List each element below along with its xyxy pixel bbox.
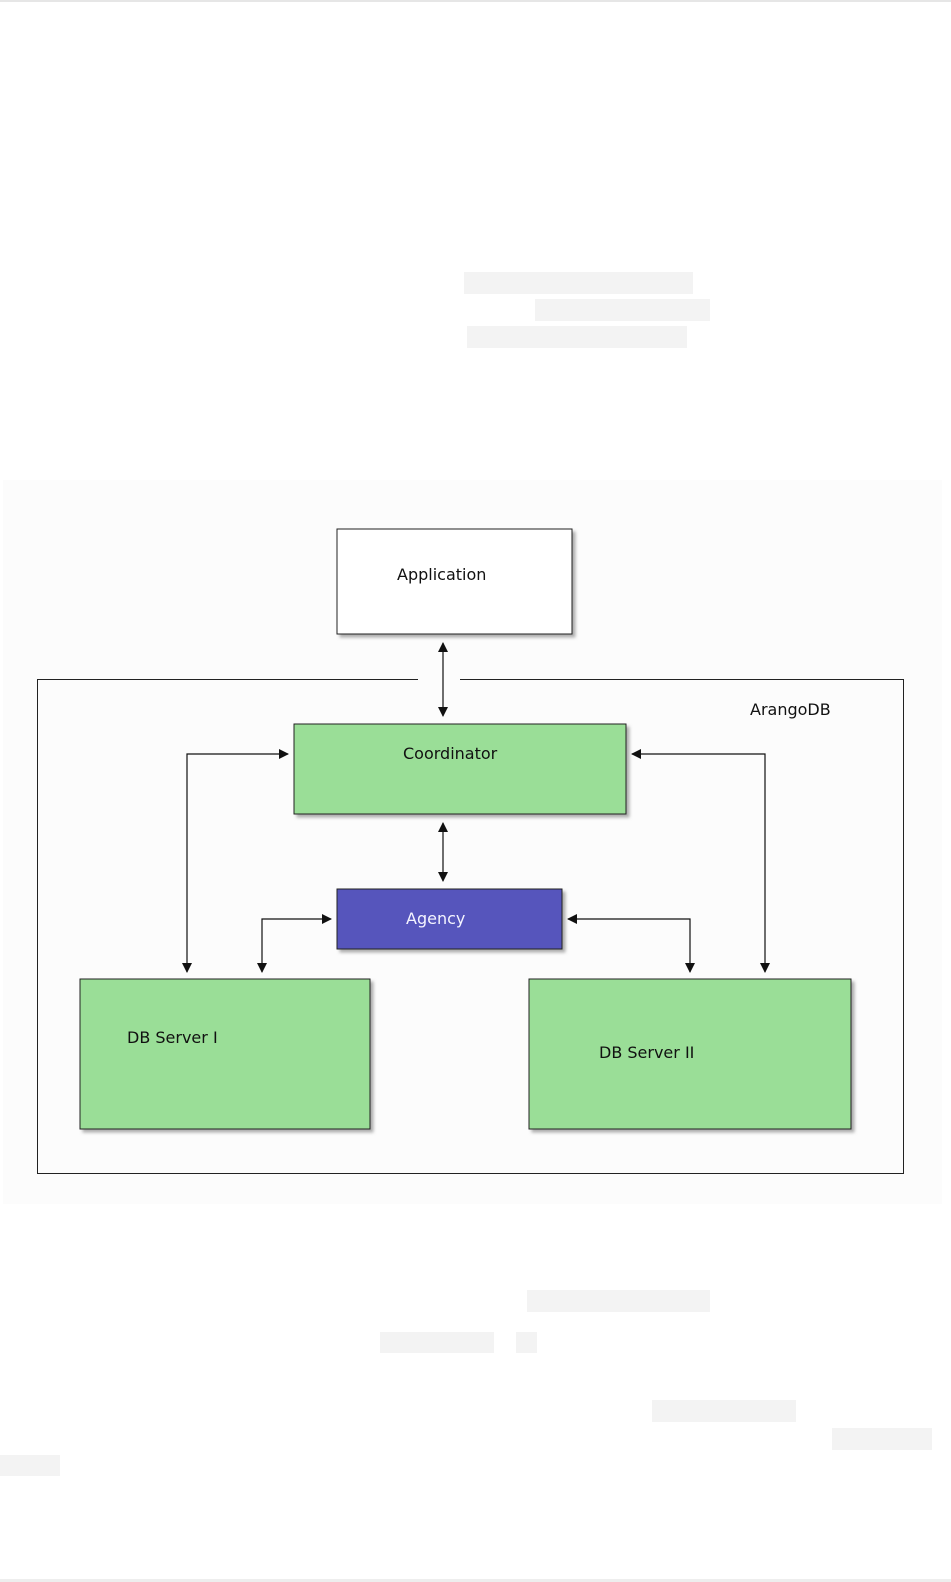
application-label: Application — [397, 565, 486, 584]
agency-label: Agency — [406, 909, 465, 928]
edge-agency-db-server-1 — [257, 914, 332, 973]
redacted-text-block — [0, 1455, 60, 1476]
page-top-border — [0, 0, 951, 2]
redacted-text-block — [535, 299, 710, 321]
redacted-text-block — [652, 1400, 796, 1422]
db-server-1-label: DB Server I — [127, 1028, 218, 1047]
coordinator-label: Coordinator — [403, 744, 498, 763]
db-server-2-node: DB Server II — [528, 978, 852, 1130]
edge-agency-db-server-2 — [567, 914, 695, 973]
coordinator-node: Coordinator — [293, 723, 627, 815]
db-server-2-label: DB Server II — [599, 1043, 694, 1062]
redacted-text-block — [527, 1290, 710, 1312]
redacted-text-block — [464, 272, 693, 294]
db-server-1-node: DB Server I — [79, 978, 371, 1130]
redacted-text-block — [467, 326, 687, 348]
redacted-text-block — [832, 1428, 932, 1450]
edge-coordinator-db-server-2 — [631, 749, 770, 973]
edge-coordinator-db-server-1 — [182, 749, 289, 973]
page-bottom-border — [0, 1579, 951, 1582]
redacted-text-block — [516, 1332, 537, 1353]
agency-node: Agency — [336, 888, 563, 950]
redacted-text-block — [380, 1332, 494, 1353]
container-label: ArangoDB — [750, 700, 831, 719]
application-node: Application — [336, 528, 573, 635]
